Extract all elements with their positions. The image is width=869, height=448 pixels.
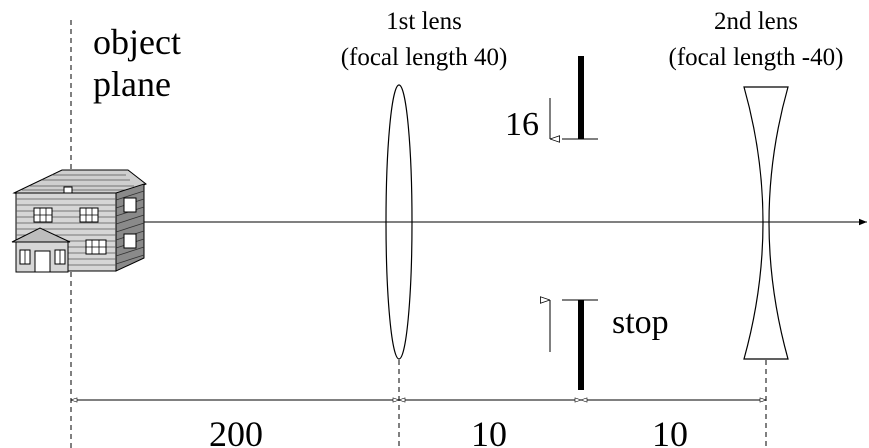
lens2-focal-length: (focal length -40) <box>669 44 844 71</box>
distance-stop-lens2: 10 <box>652 414 688 448</box>
distance-object-lens1: 200 <box>209 414 263 448</box>
house-icon <box>11 169 147 273</box>
second-lens <box>743 86 789 360</box>
lens1-title: 1st lens <box>386 8 462 35</box>
lens2-title: 2nd lens <box>714 8 798 35</box>
lens1-focal-length: (focal length 40) <box>341 44 508 71</box>
aperture-value-label: 16 <box>505 106 539 143</box>
object-plane-label-line2: plane <box>93 64 171 104</box>
stop-label: stop <box>612 304 669 341</box>
stop-top-bar <box>578 56 584 139</box>
object-plane-label-line1: object <box>93 22 181 62</box>
distance-lens1-stop: 10 <box>471 414 507 448</box>
stop-bottom-bar <box>578 300 584 390</box>
